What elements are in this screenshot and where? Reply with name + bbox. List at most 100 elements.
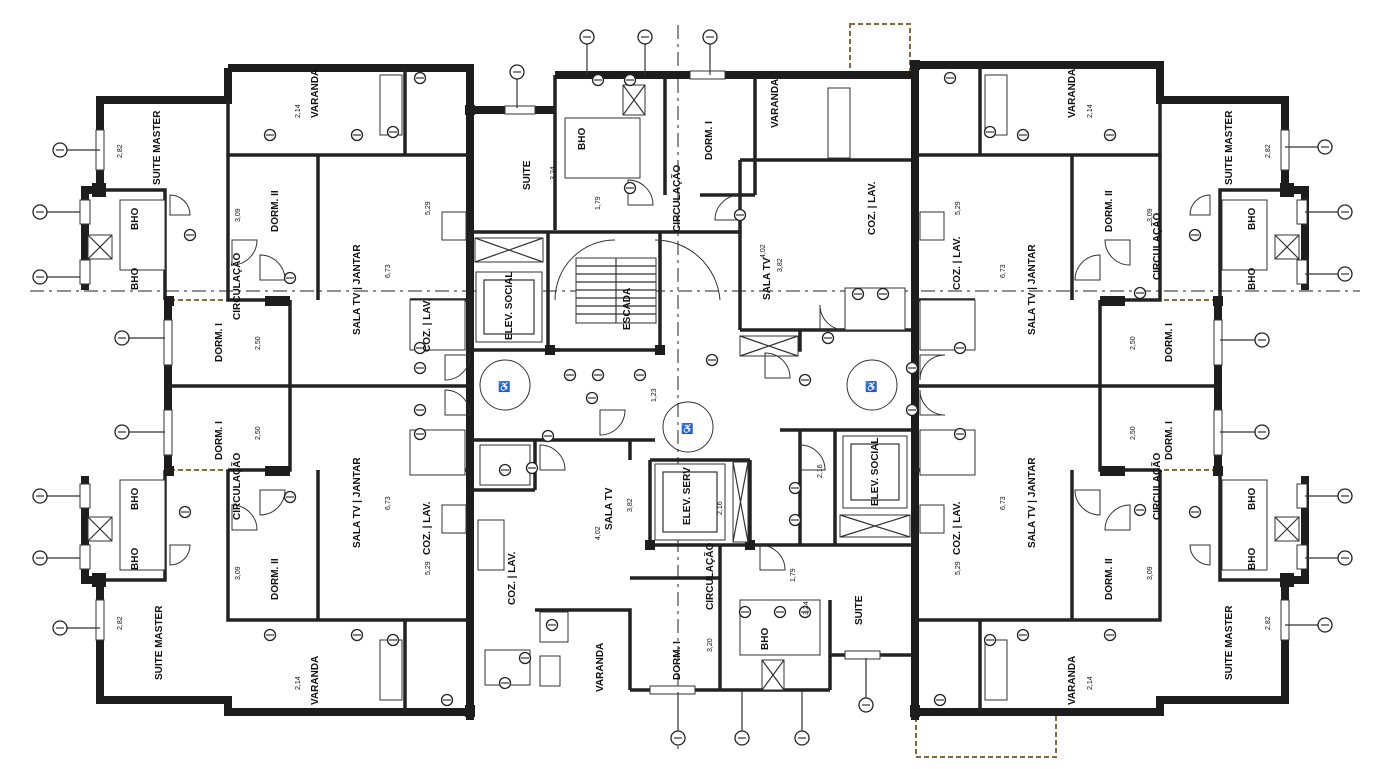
dim-label: 1,79 — [790, 568, 797, 582]
room-label-dorm-i: DORM. I — [214, 421, 225, 460]
detail-bubbles — [32, 29, 1353, 746]
room-label-bho: BHO — [577, 128, 588, 150]
room-labels: SUITE MASTER SUITE MASTER SUITE MASTER S… — [130, 69, 1258, 705]
dim-label: 2,82 — [1265, 144, 1272, 158]
room-label-bho: BHO — [1247, 268, 1258, 290]
dim-label: 2,82 — [117, 616, 124, 630]
windows — [79, 70, 1308, 695]
balcony-outlines — [170, 23, 1220, 758]
dim-label: 6,73 — [385, 264, 392, 278]
room-label-varanda: VARANDA — [1067, 69, 1078, 118]
room-label-elev-social: ELEV. SOCIAL — [504, 271, 515, 340]
room-label-coz: COZ. | LAV. — [952, 236, 963, 290]
room-label-dorm-i: DORM. I — [214, 323, 225, 362]
room-label-bho: BHO — [130, 268, 141, 290]
dim-label: 3,09 — [1147, 566, 1154, 580]
room-label-varanda: VARANDA — [595, 643, 606, 692]
room-label-suite-master: SUITE MASTER — [154, 605, 165, 680]
room-label-escada: ESCADA — [622, 288, 633, 330]
dim-label: 5,29 — [955, 201, 962, 215]
room-label-circulacao: CIRCULAÇÃO — [703, 543, 716, 610]
room-label-coz: COZ. | LAV. — [507, 551, 518, 605]
room-label-dorm-i: DORM. I — [1164, 323, 1175, 362]
room-label-circulacao: CIRCULAÇÃO — [230, 453, 243, 520]
room-label-coz: COZ. | LAV. — [422, 501, 433, 555]
dim-label: 5,29 — [425, 561, 432, 575]
dim-label: 1,23 — [651, 388, 658, 402]
dim-label: 2,14 — [295, 676, 302, 690]
stairs — [554, 239, 721, 324]
room-label-bho: BHO — [1247, 488, 1258, 510]
room-label-circulacao: CIRCULAÇÃO — [670, 165, 683, 232]
dim-label: 6,73 — [1000, 496, 1007, 510]
room-label-sala: SALA TV | JANTAR — [1027, 457, 1038, 548]
room-label-varanda: VARANDA — [310, 69, 321, 118]
accessibility-circles: ♿ ♿ ♿ — [479, 359, 898, 453]
dim-label: 3,20 — [707, 638, 714, 652]
svg-text:♿: ♿ — [865, 380, 877, 393]
room-label-elev-serv: ELEV. SERV — [682, 467, 693, 525]
dim-label: 2,16 — [717, 501, 724, 515]
dim-label: 1,79 — [595, 196, 602, 210]
svg-text:♿: ♿ — [681, 422, 693, 435]
dim-label: 3,09 — [1147, 208, 1154, 222]
room-label-dorm-ii: DORM. II — [1104, 558, 1115, 600]
dim-label: 2,82 — [117, 144, 124, 158]
room-label-suite: SUITE — [522, 160, 533, 190]
dim-label: 5,29 — [425, 201, 432, 215]
dim-label: 3,09 — [235, 208, 242, 222]
dim-label: 2,50 — [255, 426, 262, 440]
dim-label: 2,14 — [1087, 676, 1094, 690]
dimension-labels: 2,82 2,82 2,82 2,82 3,09 3,09 3,09 3,09 … — [117, 104, 1272, 690]
room-label-elev-social: ELEV. SOCIAL — [870, 437, 881, 506]
room-label-bho: BHO — [760, 628, 771, 650]
dim-label: 3,82 — [777, 258, 784, 272]
room-label-dorm-i: DORM. I — [1164, 421, 1175, 460]
room-label-circulacao: CIRCULAÇÃO — [1150, 453, 1163, 520]
dim-label: 2,14 — [295, 104, 302, 118]
dim-label: 2,16 — [817, 464, 824, 478]
room-label-coz: COZ. | LAV. — [867, 181, 878, 235]
room-label-bho: BHO — [130, 488, 141, 510]
room-label-sala: SALA TV | JANTAR — [352, 457, 363, 548]
dim-label: 6,73 — [385, 496, 392, 510]
dim-label: 3,24 — [803, 601, 810, 615]
svg-text:♿: ♿ — [498, 380, 510, 393]
room-label-sala: SALA TV | JANTAR — [1027, 244, 1038, 335]
room-label-suite-master: SUITE MASTER — [1224, 605, 1235, 680]
room-label-sala: SALA TV | JANTAR — [352, 244, 363, 335]
room-label-suite-master: SUITE MASTER — [1224, 110, 1235, 185]
room-label-bho: BHO — [1247, 548, 1258, 570]
room-label-dorm-ii: DORM. II — [270, 558, 281, 600]
room-label-sala-tv: SALA TV — [604, 487, 615, 530]
dim-label: 3,09 — [235, 566, 242, 580]
room-label-circulacao: CIRCULAÇÃO — [230, 253, 243, 320]
room-label-varanda: VARANDA — [310, 656, 321, 705]
dim-label: 4,02 — [595, 526, 602, 540]
dim-label: 2,50 — [1130, 426, 1137, 440]
columns — [92, 60, 1294, 717]
room-label-bho: BHO — [1247, 208, 1258, 230]
walls — [81, 61, 1309, 720]
room-label-dorm-ii: DORM. II — [270, 190, 281, 232]
room-label-varanda: VARANDA — [770, 79, 781, 128]
room-label-suite: SUITE — [854, 595, 865, 625]
room-label-bho: BHO — [130, 208, 141, 230]
dim-label: 3,24 — [550, 166, 557, 180]
dim-label: 2,14 — [1087, 104, 1094, 118]
room-label-circulacao: CIRCULAÇÃO — [1150, 213, 1163, 280]
room-label-sala-tv: SALA TV — [762, 257, 773, 300]
room-label-dorm-i: DORM. I — [704, 121, 715, 160]
dim-label: 2,50 — [1130, 336, 1137, 350]
room-label-varanda: VARANDA — [1067, 656, 1078, 705]
door-swings — [169, 179, 1211, 571]
dim-label: 2,50 — [255, 336, 262, 350]
dim-label: 2,82 — [1265, 616, 1272, 630]
room-label-dorm-ii: DORM. II — [1104, 190, 1115, 232]
dim-label: 6,73 — [1000, 264, 1007, 278]
room-label-bho: BHO — [130, 548, 141, 570]
room-label-suite-master: SUITE MASTER — [152, 110, 163, 185]
room-label-coz: COZ. | LAV. — [952, 501, 963, 555]
dim-label: 3,82 — [627, 498, 634, 512]
